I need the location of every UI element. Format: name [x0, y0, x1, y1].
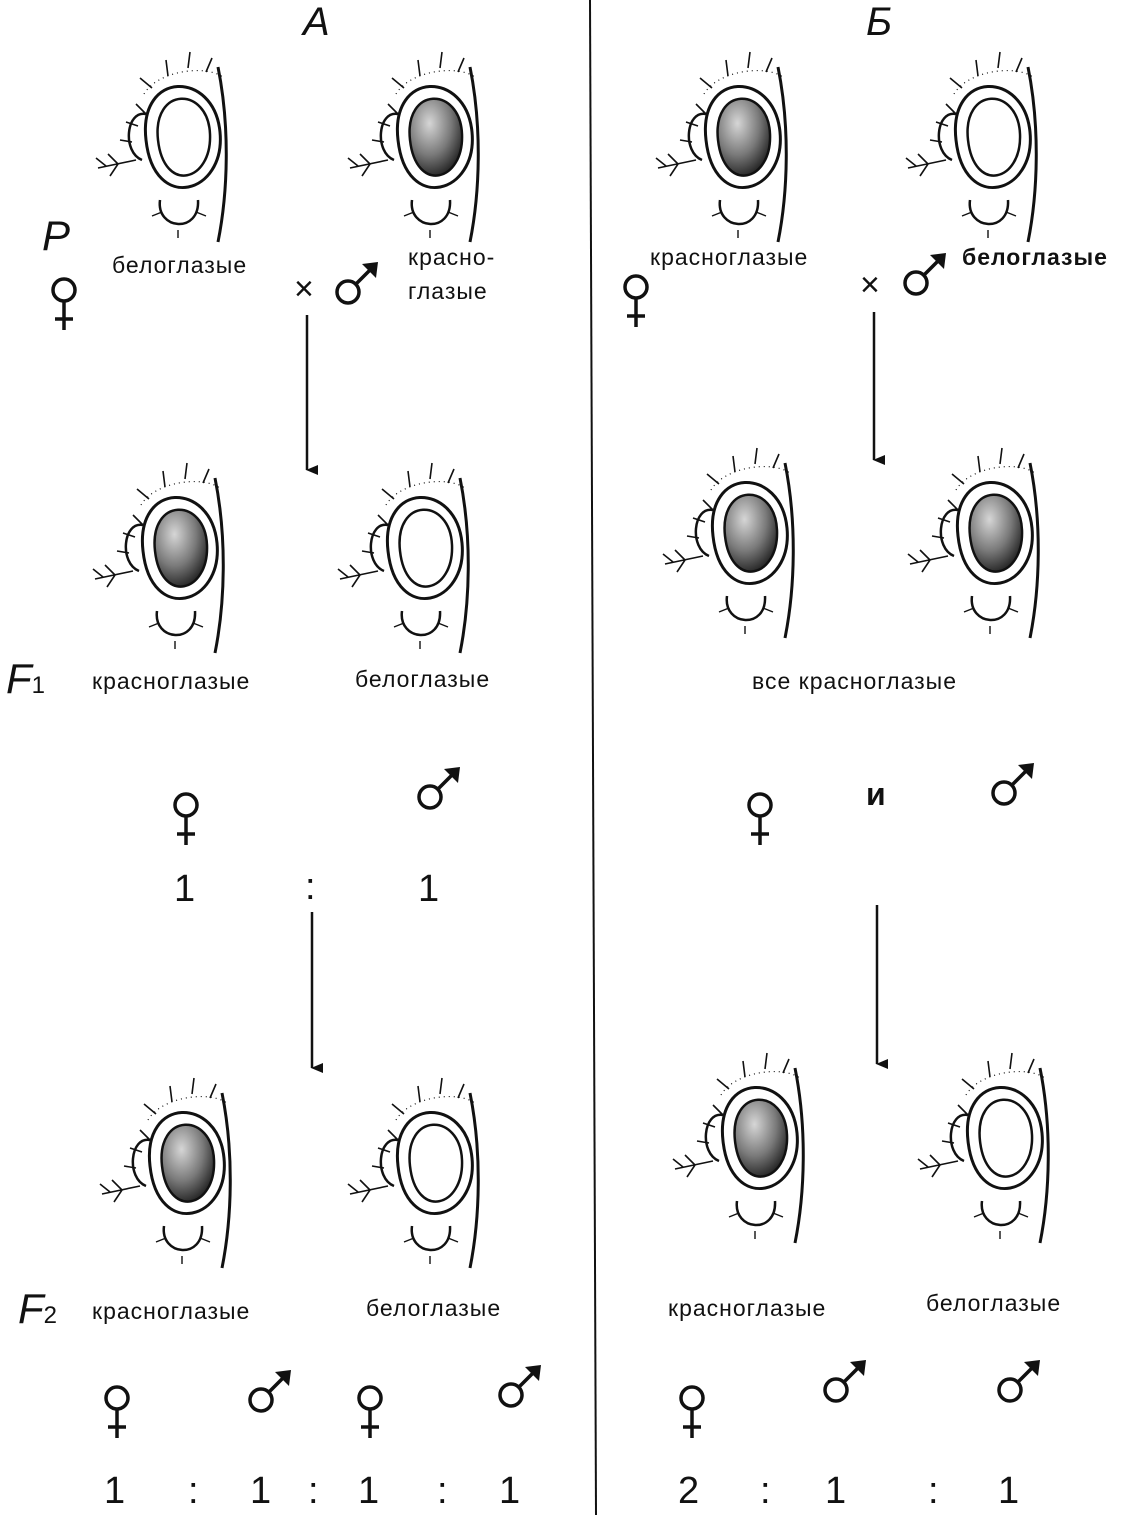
eye-red-icon	[93, 463, 223, 653]
f1-all-red-label: все красноглазые	[752, 668, 957, 695]
f1-ratio-female: 1	[174, 868, 195, 911]
f1-red-label: красноглазые	[92, 668, 250, 695]
eye-red-icon	[100, 1078, 230, 1268]
male-symbol-icon	[825, 1360, 866, 1401]
eye-white-icon	[338, 463, 468, 653]
f1-conj: и	[866, 776, 886, 813]
f1-white-label: белоглазые	[355, 666, 490, 693]
f2-ratio-3: 1	[358, 1470, 379, 1513]
female-symbol-icon	[749, 794, 771, 845]
f2-ratio-sep-2: :	[308, 1470, 319, 1513]
f2b-ratio-2: 1	[825, 1470, 846, 1513]
panel-divider	[590, 0, 596, 1515]
cross-symbol: ×	[294, 270, 314, 309]
parent-female-label-b: красноглазые	[650, 244, 808, 271]
cross-symbol-b: ×	[860, 266, 880, 305]
parent-male-label-line2: глазые	[408, 278, 488, 305]
f2-ratio-sep-1: :	[188, 1470, 199, 1513]
parent-male-label-b: белоглазые	[962, 244, 1108, 271]
male-symbol-icon	[419, 767, 460, 808]
eye-red-icon	[348, 52, 478, 242]
female-symbol-icon	[625, 276, 647, 327]
eye-red-icon	[656, 52, 786, 242]
f2-ratio-2: 1	[250, 1470, 271, 1513]
male-symbol-icon	[250, 1370, 291, 1411]
f2b-ratio-sep-1: :	[760, 1470, 771, 1513]
parent-male-label-line1: красно-	[408, 244, 495, 271]
f2-red-label: красноглазые	[92, 1298, 250, 1325]
f2-ratio-sep-3: :	[437, 1470, 448, 1513]
panel-b-title: Б	[866, 0, 892, 45]
eye-white-icon	[918, 1053, 1048, 1243]
eye-white-icon	[906, 52, 1036, 242]
f2b-ratio-1: 2	[678, 1470, 699, 1513]
male-symbol-icon	[337, 262, 378, 303]
f2-white-label-b: белоглазые	[926, 1290, 1061, 1317]
f1-ratio-male: 1	[418, 868, 439, 911]
male-symbol-icon	[500, 1365, 541, 1406]
f2b-ratio-3: 1	[998, 1470, 1019, 1513]
f2-white-label: белоглазые	[366, 1295, 501, 1322]
female-symbol-icon	[175, 794, 197, 845]
female-symbol-icon	[681, 1387, 703, 1438]
eye-red-icon	[673, 1053, 803, 1243]
male-symbol-icon	[905, 253, 946, 294]
eye-red-icon	[663, 448, 793, 638]
f2b-ratio-sep-2: :	[928, 1470, 939, 1513]
eye-white-icon	[348, 1078, 478, 1268]
generation-f1-label: F1	[6, 655, 45, 703]
f2-red-label-b: красноглазые	[668, 1295, 826, 1322]
female-symbol-icon	[106, 1387, 128, 1438]
f1-ratio-sep: :	[305, 866, 316, 909]
parent-female-label: белоглазые	[112, 252, 247, 279]
male-symbol-icon	[993, 763, 1034, 804]
eye-white-icon	[96, 52, 226, 242]
female-symbol-icon	[53, 279, 75, 330]
female-symbol-icon	[359, 1387, 381, 1438]
male-symbol-icon	[999, 1360, 1040, 1401]
f2-ratio-4: 1	[499, 1470, 520, 1513]
generation-p-label: P	[42, 212, 70, 260]
panel-a-title: А	[303, 0, 330, 45]
f2-ratio-1: 1	[104, 1470, 125, 1513]
eye-red-icon	[908, 448, 1038, 638]
generation-f2-label: F2	[18, 1285, 57, 1333]
